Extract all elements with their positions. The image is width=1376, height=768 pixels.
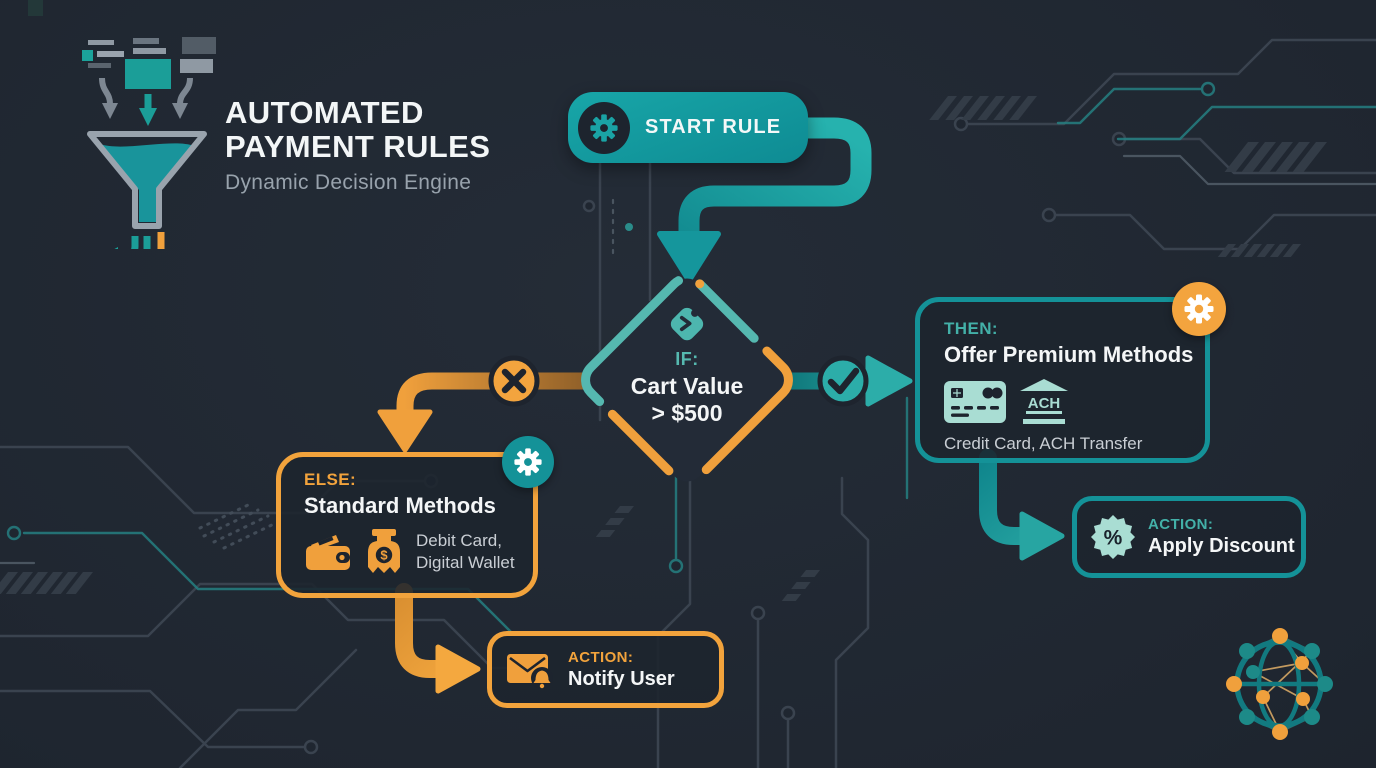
hatch-marks — [0, 96, 1327, 601]
page-title: AUTOMATED PAYMENT RULES — [225, 96, 555, 164]
gear-icon — [514, 448, 542, 476]
ach-icon-label: ACH — [1028, 395, 1061, 412]
wallet-icon — [306, 535, 350, 570]
page-subtitle: Dynamic Decision Engine — [225, 171, 472, 194]
discount-title: Apply Discount — [1148, 535, 1295, 557]
gear-icon — [1184, 294, 1214, 324]
page-title-line2: PAYMENT RULES — [225, 129, 491, 164]
money-bag-icon: $ — [368, 529, 400, 573]
brand-block: AUTOMATED PAYMENT RULES Dynamic Decision… — [225, 96, 555, 195]
corner-accent-square — [28, 0, 43, 16]
else-prefix: ELSE: — [304, 470, 357, 489]
else-branch-card[interactable]: ELSE: Standard Methods $ Debit Card, Dig… — [276, 452, 538, 598]
then-title: Offer Premium Methods — [944, 342, 1194, 367]
discount-prefix: ACTION: — [1148, 516, 1214, 533]
credit-card-icon — [944, 381, 1006, 423]
no-indicator — [488, 355, 540, 407]
envelope-bell-icon — [507, 653, 553, 689]
condition-content: IF: Cart Value > $500 — [597, 299, 777, 427]
else-title: Standard Methods — [304, 493, 496, 518]
else-caption-line2: Digital Wallet — [416, 553, 515, 572]
price-tag-icon — [670, 307, 704, 341]
gear-icon — [590, 113, 618, 142]
network-globe-icon — [1226, 628, 1333, 740]
connector-else-to-notify — [395, 583, 445, 678]
start-rule-node[interactable]: START RULE — [568, 92, 808, 163]
condition-prefix: IF: — [675, 349, 699, 369]
notify-user-card[interactable]: ACTION: Notify User — [487, 631, 724, 708]
start-rule-label: START RULE — [645, 116, 782, 138]
connector-condition-to-else — [396, 372, 601, 421]
condition-diamond[interactable] — [556, 249, 818, 511]
yes-indicator — [817, 355, 869, 407]
discount-badge-icon: % — [1091, 515, 1135, 559]
notify-prefix: ACTION: — [568, 648, 634, 666]
then-prefix: THEN: — [944, 319, 998, 338]
funnel-logo-icon — [82, 37, 216, 249]
page-title-line1: AUTOMATED — [225, 95, 424, 130]
else-caption-line1: Debit Card, — [416, 531, 502, 550]
start-gear-disc — [578, 101, 630, 154]
check-icon — [827, 367, 860, 395]
then-gear-badge[interactable] — [1172, 282, 1226, 336]
dollar-icon-label: $ — [380, 548, 388, 563]
then-caption: Credit Card, ACH Transfer — [944, 434, 1143, 453]
condition-line1: Cart Value — [630, 373, 744, 399]
x-icon — [501, 368, 527, 394]
connector-then-to-discount — [979, 449, 1029, 545]
else-gear-badge[interactable] — [502, 436, 554, 488]
notify-title: Notify User — [568, 667, 675, 690]
condition-line2: > $500 — [651, 400, 723, 426]
dot-grid — [198, 503, 280, 550]
ach-bank-icon: ACH — [1020, 379, 1068, 424]
then-branch-card[interactable]: THEN: Offer Premium Methods ACH — [915, 297, 1210, 463]
connector-start-to-condition — [678, 117, 872, 247]
percent-icon-label: % — [1104, 527, 1123, 550]
apply-discount-card[interactable]: % ACTION: Apply Discount — [1072, 496, 1306, 578]
